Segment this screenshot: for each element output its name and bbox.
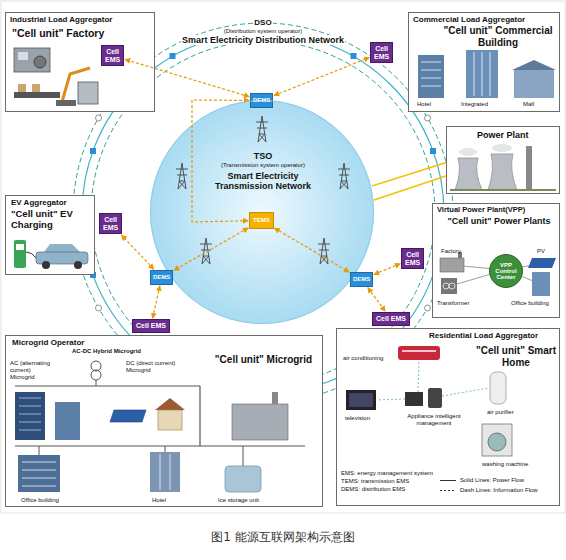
- tower-icons: [176, 116, 350, 264]
- cell-ems-box: Cell EMS: [401, 248, 424, 269]
- cell-unit-title: "Cell unit" EV Charging: [11, 209, 91, 231]
- picture-label: Appliance intelligent management: [399, 413, 469, 427]
- picture-label: air purifier: [487, 409, 514, 416]
- transmission-network-circle: TSO(Transmission system operator) Smart E…: [150, 100, 374, 324]
- node-label: DEMS: [253, 97, 270, 104]
- cell-unit-title: "Cell unit" Smart Home: [475, 345, 557, 368]
- information-flow-arrow: [122, 235, 154, 269]
- box-heading: Commercial Load Aggregator: [413, 15, 525, 24]
- picture-label: Ice storage unit: [218, 497, 259, 504]
- figure-caption: 图1 能源互联网架构示意图: [211, 531, 354, 545]
- abbreviation-note: EMS: energy management system: [340, 470, 434, 477]
- ev-charging-picture: [14, 240, 88, 269]
- picture-label: Factory: [441, 248, 461, 255]
- legend-label: Solid Lines: Power Flow: [460, 477, 524, 484]
- picture-label: Hotel: [152, 497, 166, 504]
- picture-label: air conditioning: [343, 355, 383, 362]
- legend-sample: [440, 481, 456, 491]
- dems-box: DEMS: [150, 270, 173, 285]
- node-label: Cell EMS: [103, 216, 118, 231]
- picture-label: Office building: [511, 300, 549, 307]
- network-subtitle: (Transmission system operator): [198, 162, 328, 169]
- information-flow-arrow: [274, 58, 369, 96]
- information-flow-arrow: [174, 228, 248, 270]
- node-label: Cell EMS: [136, 322, 166, 330]
- node-label: Cell EMS: [376, 315, 406, 323]
- node-label: DEMS: [153, 274, 170, 281]
- cell-unit-title: "Cell unit" Factory: [12, 27, 104, 39]
- information-flow-arrow: [368, 288, 385, 311]
- box-heading: Microgrid Operator: [12, 338, 84, 347]
- box-heading: Virtual Power Plant(VPP): [437, 206, 525, 215]
- network-subtitle: (Distribution system operator): [223, 28, 304, 35]
- picture-label: AC-DC Hybrid Microgrid: [72, 348, 141, 355]
- cell-unit-title: "Cell unit" Microgrid: [211, 354, 316, 366]
- cell-ems-box: Cell EMS: [101, 45, 124, 66]
- picture-label: Mall: [523, 101, 534, 108]
- aggregator-box: EV Aggregator "Cell unit" EV Charging: [5, 195, 95, 275]
- picture-label: washing machine: [482, 461, 528, 468]
- cell-ems-box: Cell EMS: [99, 213, 122, 234]
- legend-label: Dash Lines: Information Flow: [460, 487, 538, 494]
- tems-box: TEMS: [249, 212, 274, 229]
- information-flow-arrow: [374, 264, 400, 275]
- box-heading: EV Aggregator: [11, 198, 67, 207]
- smart-home-picture: [346, 346, 512, 456]
- picture-label: Hotel: [417, 101, 431, 108]
- network-title: DSO: [253, 18, 272, 27]
- transmission-disc: [150, 100, 374, 324]
- network-title: Smart Electricity Distribution Network: [181, 35, 345, 45]
- node-label: Cell EMS: [405, 251, 420, 266]
- power-plant-picture: [450, 144, 556, 190]
- cell-unit-title: "Cell unit" Power Plants: [443, 216, 555, 226]
- picture-label: PV: [537, 248, 545, 255]
- picture-label: Office building: [21, 497, 59, 504]
- microgrid-box: Microgrid OperatorAC-DC Hybrid Microgrid…: [5, 335, 323, 507]
- information-flow-arrow: [192, 100, 249, 222]
- dems-box: DEMS: [250, 93, 273, 108]
- dems-box: DEMS: [350, 272, 373, 287]
- picture-label: AC (alternating current) Microgrid: [10, 360, 56, 381]
- picture-label: television: [345, 415, 370, 422]
- cell-ems-box: Cell EMS: [372, 312, 410, 326]
- node-label: Cell EMS: [374, 45, 389, 60]
- picture-label: Integrated: [461, 101, 488, 108]
- control-center-circle: VPP Control Center: [489, 254, 523, 288]
- aggregator-box: Industrial Load Aggregator "Cell unit" Fa…: [5, 12, 155, 112]
- frame: [1, 1, 565, 513]
- abbreviation-note: TEMS: transmission EMS: [340, 478, 410, 485]
- node-label: TEMS: [253, 217, 270, 224]
- factory-machines: [14, 48, 98, 106]
- information-flow-arrow: [125, 60, 249, 97]
- cell-ems-box: Cell EMS: [370, 42, 393, 63]
- box-heading: Residential Load Aggregator: [429, 331, 538, 340]
- node-label: Cell EMS: [105, 48, 120, 63]
- node-label: VPP Control Center: [492, 262, 520, 281]
- box-ground: [5, 12, 560, 507]
- aggregator-box: Commercial Load Aggregator"Cell unit" Co…: [408, 12, 560, 112]
- information-flow-arrow: [275, 228, 349, 272]
- box-heading: Industrial Load Aggregator: [10, 15, 112, 24]
- cell-ems-box: Cell EMS: [132, 319, 170, 333]
- vpp-picture: [440, 252, 556, 296]
- picture-label: DC (direct current) Microgrid: [126, 360, 178, 374]
- commercial-buildings: [418, 50, 556, 98]
- network-title: TSO: [208, 151, 318, 161]
- abbreviation-note: DEMS: distribution EMS: [340, 486, 406, 493]
- microgrid-picture: [15, 361, 305, 492]
- box-heading: Power Plant: [477, 130, 529, 140]
- vpp-box: Virtual Power Plant(VPP)"Cell unit" Powe…: [432, 203, 560, 318]
- information-flow-arrow: [153, 286, 160, 318]
- power-plant-box: Power Plant: [446, 126, 560, 194]
- node-label: DEMS: [353, 276, 370, 283]
- picture-label: Transformer: [437, 300, 469, 307]
- cell-unit-title: "Cell unit" Commercial Building: [439, 25, 557, 48]
- network-title: Smart Electricity Transmission Network: [208, 171, 318, 192]
